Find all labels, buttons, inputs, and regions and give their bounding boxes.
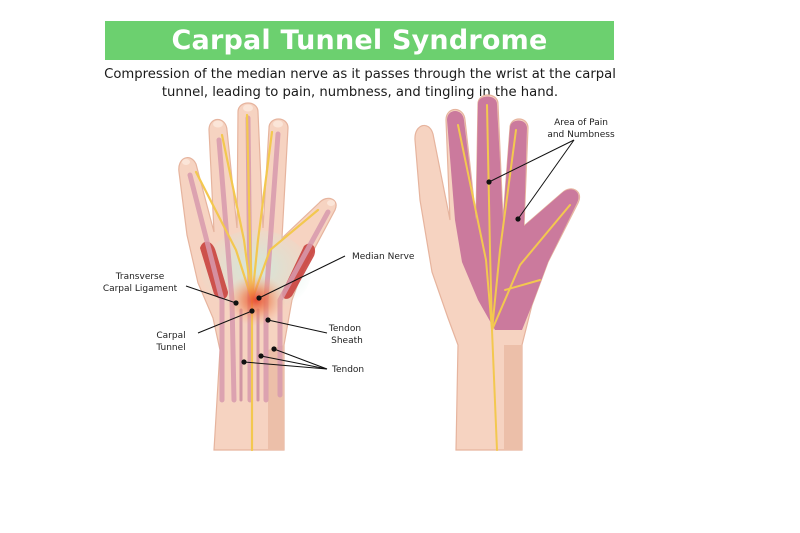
- subtitle: Compression of the median nerve as it pa…: [100, 66, 620, 102]
- right-forearm-shadow: [504, 345, 522, 450]
- area-of-pain-region: [447, 96, 579, 330]
- median-nerve-right: [457, 104, 571, 451]
- left-hand-anatomy: [178, 102, 337, 452]
- label-carpal-line-2: Tunnel: [155, 343, 185, 353]
- title-banner: Carpal Tunnel Syndrome: [105, 21, 614, 60]
- pointer-dots: [233, 179, 521, 365]
- label-transverse-line-1: Transverse: [115, 272, 165, 282]
- inflammation-spot: [226, 274, 286, 326]
- label-pain-line-2: and Numbness: [547, 130, 615, 140]
- subtitle-line-2: tunnel, leading to pain, numbness, and t…: [161, 85, 559, 100]
- pointer-lines: [185, 139, 575, 370]
- label-sheath-line-2: Sheath: [331, 336, 363, 346]
- left-fingertips: [182, 104, 335, 206]
- label-carpal-line-1: Carpal: [156, 331, 185, 341]
- page-title: Carpal Tunnel Syndrome: [171, 25, 548, 56]
- label-transverse-line-2: Carpal Ligament: [103, 284, 178, 294]
- label-sheath-line-1: Tendon: [328, 324, 361, 334]
- label-pain-line-1: Area of Pain: [554, 118, 608, 128]
- label-tendon: Tendon: [331, 365, 364, 375]
- right-hand-numbness: [414, 94, 581, 451]
- subtitle-line-1: Compression of the median nerve as it pa…: [104, 67, 616, 82]
- label-median-nerve: Median Nerve: [352, 252, 415, 262]
